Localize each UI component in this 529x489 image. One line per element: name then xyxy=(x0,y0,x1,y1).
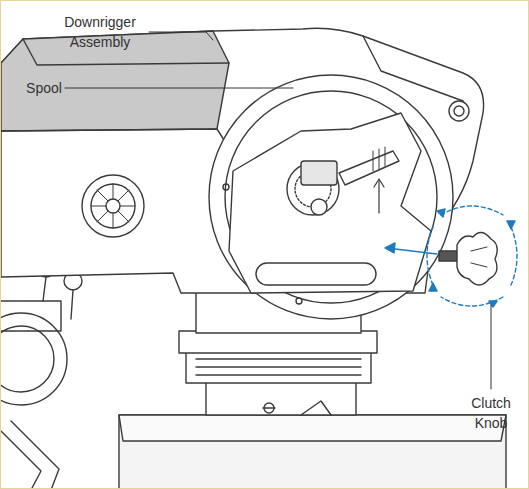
drawing-circle xyxy=(1,326,54,392)
drawing-circle xyxy=(449,101,469,121)
drawing-rect xyxy=(439,251,457,261)
drawing-path xyxy=(511,227,517,285)
drawing-rect xyxy=(179,331,377,353)
drawing-polyline xyxy=(149,32,213,40)
drawing-rect xyxy=(256,263,376,285)
drawing-path xyxy=(385,243,395,253)
part-label: Downrigger Assembly xyxy=(53,12,147,52)
base-board xyxy=(119,415,506,489)
drawing-path xyxy=(427,227,433,285)
drawing-path xyxy=(429,283,437,291)
drawing-path xyxy=(437,209,445,217)
drawing-path xyxy=(1,129,231,151)
drawing-line xyxy=(196,358,361,359)
drawing-polygon xyxy=(119,415,506,489)
drawing-rect xyxy=(301,161,337,185)
spool xyxy=(209,75,453,319)
drawing-circle xyxy=(82,175,144,237)
drawing-path xyxy=(91,184,135,228)
drawing-line xyxy=(65,88,293,89)
drawing-circle xyxy=(223,184,229,190)
leader-lines xyxy=(65,32,491,389)
clutch-motion-arrows xyxy=(385,206,517,307)
drawing-line xyxy=(196,374,361,375)
drawing-path xyxy=(471,247,487,267)
drawing-path xyxy=(43,277,73,319)
drawing-path xyxy=(339,151,399,185)
drawing-line xyxy=(263,407,275,408)
drawing-line xyxy=(491,305,492,389)
drawing-path xyxy=(489,301,497,307)
drawing-path xyxy=(1,301,61,331)
drawing-circle xyxy=(311,199,327,215)
drawing-path xyxy=(457,232,497,285)
part-label: Spool xyxy=(22,78,66,98)
drawing-circle xyxy=(209,75,453,319)
side-hub xyxy=(82,175,144,237)
drawing-circle xyxy=(296,298,302,304)
drawing-rect xyxy=(206,381,356,415)
clutch-knob xyxy=(439,232,497,285)
drawing-path xyxy=(507,221,515,229)
part-label: Clutch Knob xyxy=(461,393,521,433)
drawing-path xyxy=(11,421,59,489)
drawing-circle xyxy=(225,91,437,303)
drawing-path xyxy=(373,147,385,171)
left-fittings xyxy=(1,261,82,489)
drawing-rect xyxy=(186,351,371,383)
drawing-path xyxy=(378,181,379,213)
drawing-circle xyxy=(454,106,464,116)
drawing-line xyxy=(196,366,361,367)
drawing-path xyxy=(229,113,431,293)
drawing-polygon xyxy=(119,415,506,441)
drawing-circle xyxy=(264,403,274,413)
drawing-circle xyxy=(1,313,67,405)
drawing-path xyxy=(441,297,503,306)
drawing-path xyxy=(301,401,331,415)
drawing-path xyxy=(441,206,503,215)
drawing-path xyxy=(374,179,384,187)
drawing-circle xyxy=(91,184,135,228)
drawing-path xyxy=(1,431,41,489)
